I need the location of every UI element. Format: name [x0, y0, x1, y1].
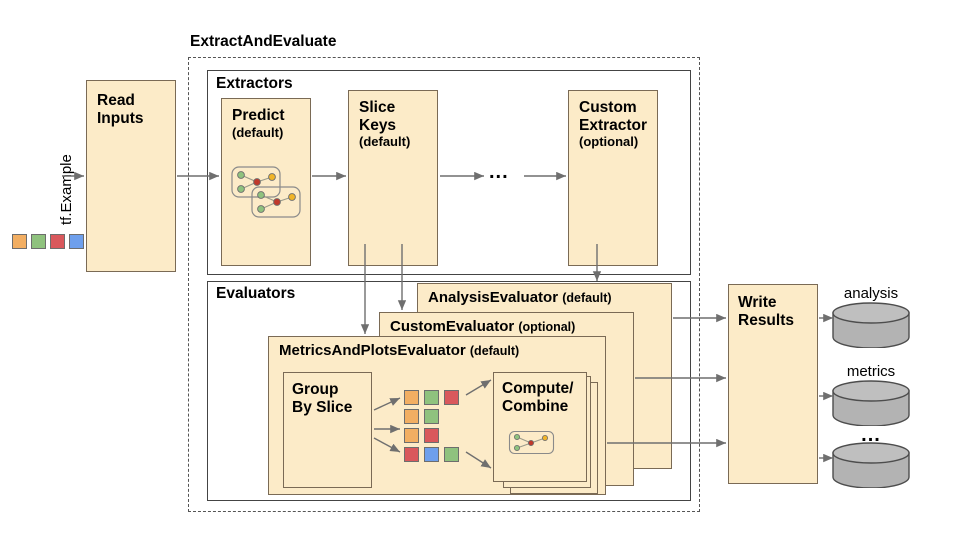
- output-more-label: ...: [861, 424, 881, 446]
- evaluator-custom-evaluator-qualifier: (optional): [518, 320, 576, 334]
- slice-square: [444, 447, 459, 462]
- group-by-slice-box[interactable]: Group By Slice: [283, 372, 372, 488]
- model-graph-icon: [231, 166, 301, 218]
- slice-square: [404, 447, 419, 462]
- input-legend-squares: [12, 234, 84, 250]
- slice-square: [424, 428, 439, 443]
- evaluator-metrics-and-plots-evaluator-name: MetricsAndPlotsEvaluator: [279, 342, 466, 359]
- slice-square: [404, 390, 419, 405]
- output-metrics-label: metrics: [846, 363, 896, 380]
- extractor-slice-keys-sub: (default): [359, 134, 411, 149]
- evaluator-analysis-evaluator-qualifier: (default): [562, 291, 612, 305]
- extractor-slice-keys-title: Slice Keys: [359, 99, 397, 134]
- output-more[interactable]: ...: [831, 424, 911, 488]
- database-cylinder-icon: [832, 380, 910, 426]
- legend-square: [50, 234, 65, 249]
- extractor-box-predict[interactable]: Predict (default): [221, 98, 311, 266]
- read-inputs-box[interactable]: Read Inputs: [86, 80, 176, 272]
- evaluator-analysis-evaluator-name: AnalysisEvaluator: [428, 289, 559, 306]
- extractor-box-custom[interactable]: Custom Extractor (optional): [568, 90, 658, 266]
- extractors-group-label: Extractors: [216, 75, 293, 92]
- input-label: tf.Example: [58, 154, 75, 225]
- slice-square: [424, 447, 439, 462]
- compute-combine-box[interactable]: Compute/ Combine: [493, 372, 587, 482]
- slice-square: [404, 428, 419, 443]
- slice-square: [424, 409, 439, 424]
- extractors-ellipsis: ...: [489, 161, 509, 183]
- slice-square: [424, 390, 439, 405]
- evaluator-metrics-and-plots-evaluator-header: MetricsAndPlotsEvaluator (default): [269, 337, 605, 359]
- legend-square: [31, 234, 46, 249]
- extractor-box-slice-keys[interactable]: Slice Keys (default): [348, 90, 438, 266]
- extract-and-evaluate-container: [188, 57, 700, 512]
- evaluator-custom-evaluator-name: CustomEvaluator: [390, 318, 515, 335]
- output-analysis[interactable]: analysis: [831, 285, 911, 348]
- extract-and-evaluate-label: ExtractAndEvaluate: [190, 33, 337, 50]
- group-by-slice-title: Group By Slice: [292, 381, 353, 416]
- output-metrics[interactable]: metrics: [831, 363, 911, 426]
- extractor-custom-sub: (optional): [579, 134, 639, 149]
- extractor-predict-title: Predict: [232, 107, 285, 124]
- evaluator-analysis-evaluator-header: AnalysisEvaluator (default): [418, 284, 671, 306]
- evaluators-group-label: Evaluators: [216, 285, 296, 302]
- database-cylinder-icon: [832, 442, 910, 488]
- evaluator-custom-evaluator-header: CustomEvaluator (optional): [380, 313, 633, 335]
- legend-square: [12, 234, 27, 249]
- read-inputs-title: Read Inputs: [97, 92, 144, 127]
- extractor-custom-title: Custom Extractor: [579, 99, 648, 134]
- compute-combine-title: Compute/ Combine: [502, 380, 574, 415]
- write-results-box[interactable]: Write Results: [728, 284, 818, 484]
- legend-square: [69, 234, 84, 249]
- slice-squares-grid: [404, 390, 464, 462]
- extractor-predict-sub: (default): [232, 124, 284, 140]
- output-analysis-label: analysis: [843, 285, 899, 302]
- computation-graph-icon: [508, 430, 555, 455]
- database-cylinder-icon: [832, 302, 910, 348]
- write-results-title: Write Results: [738, 294, 794, 329]
- slice-square: [404, 409, 419, 424]
- evaluator-metrics-and-plots-evaluator-qualifier: (default): [469, 344, 520, 358]
- slice-square: [444, 390, 459, 405]
